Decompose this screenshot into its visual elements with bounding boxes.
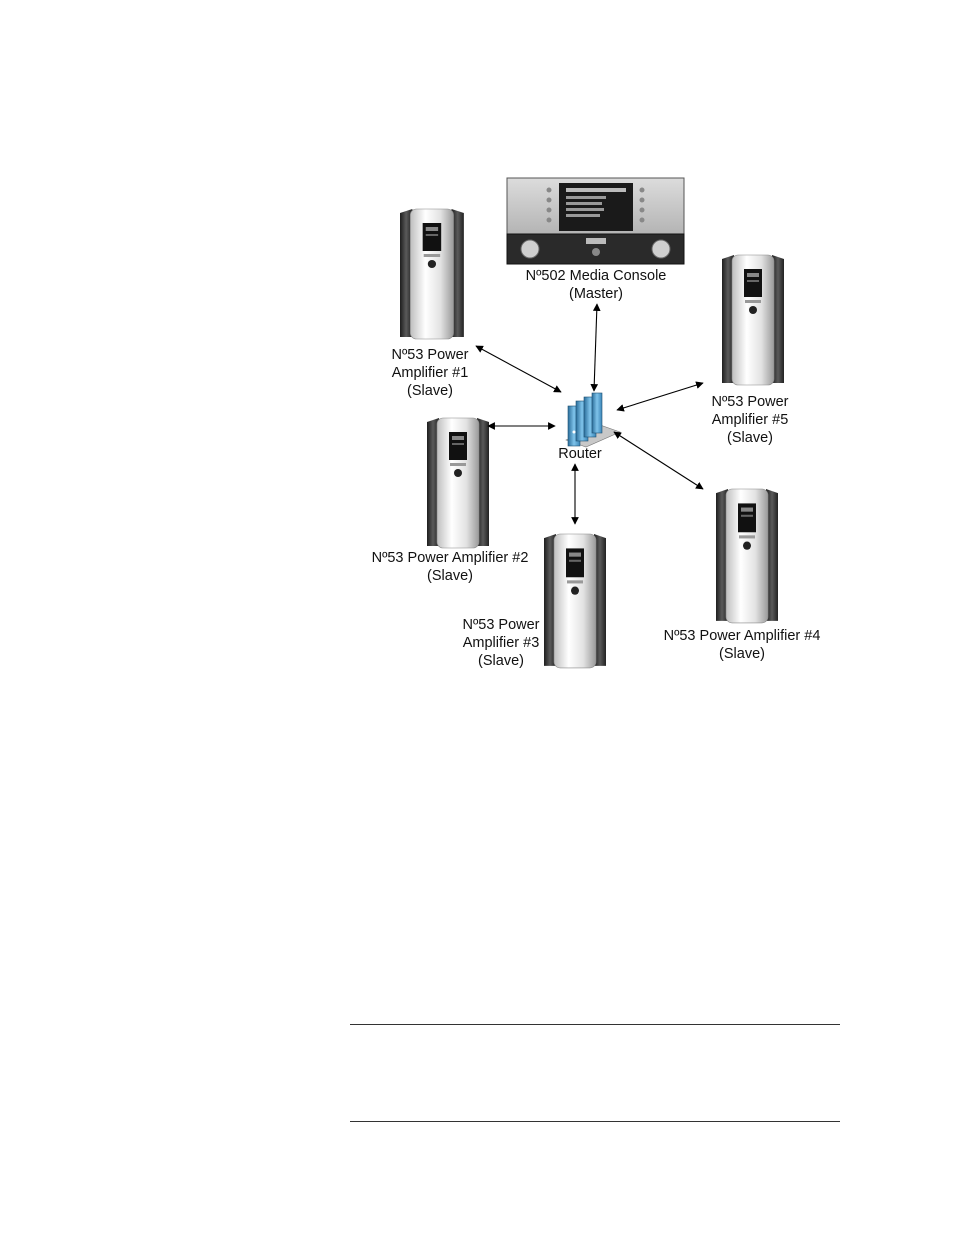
router-icon	[566, 393, 620, 447]
amplifier-5-label: Nº53 Power Amplifier #5 (Slave)	[690, 393, 810, 447]
note-bottom-rule	[350, 1121, 840, 1122]
note-top-rule	[350, 1024, 840, 1025]
link-console-router	[594, 304, 597, 391]
amplifier-4-label: Nº53 Power Amplifier #4 (Slave)	[652, 627, 832, 663]
router-label: Router	[540, 445, 620, 463]
amplifier-1-label: Nº53 Power Amplifier #1 (Slave)	[370, 346, 490, 400]
amplifier-2-label: Nº53 Power Amplifier #2 (Slave)	[360, 549, 540, 585]
media-console-image	[507, 178, 684, 264]
amplifier-2-image	[427, 418, 489, 548]
amplifier-3-label: Nº53 Power Amplifier #3 (Slave)	[446, 616, 556, 670]
media-console-label: Nº502 Media Console (Master)	[506, 267, 686, 303]
amplifier-1-image	[400, 209, 464, 339]
amplifier-4-image	[716, 489, 778, 623]
amplifier-5-image	[722, 255, 784, 385]
